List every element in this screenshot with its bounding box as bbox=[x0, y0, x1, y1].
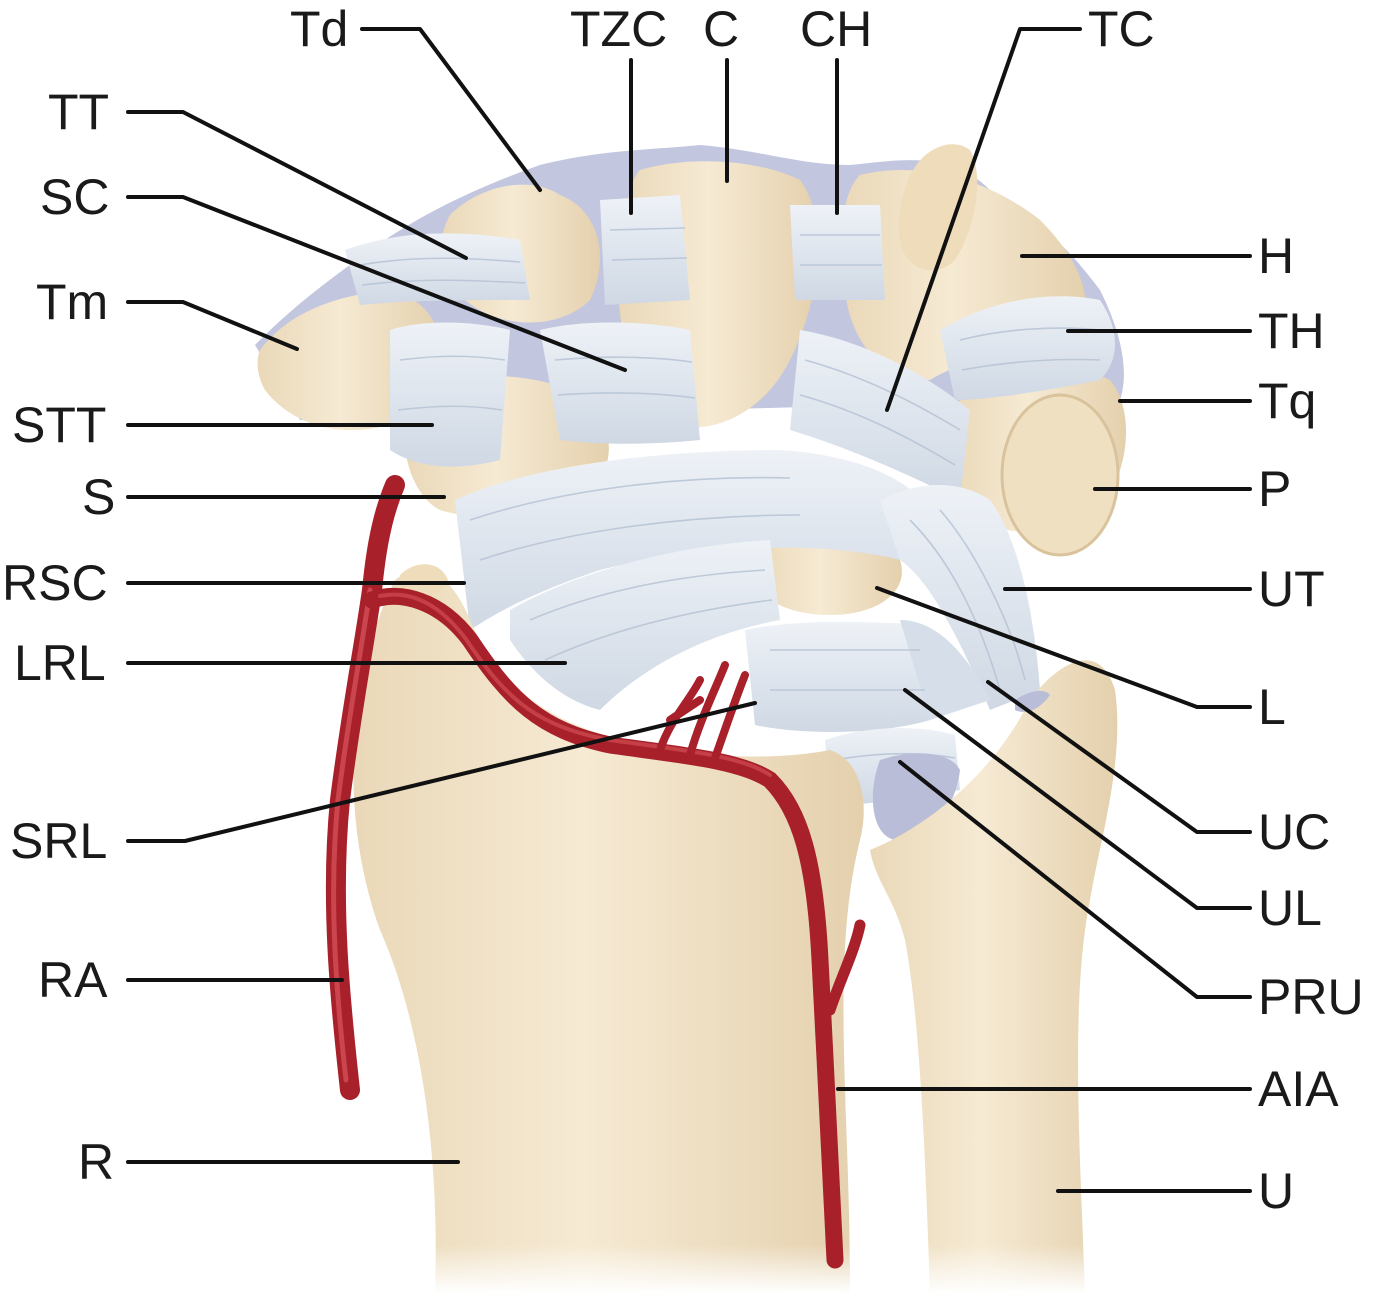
label-tm: Tm bbox=[36, 274, 108, 330]
leader-tt bbox=[126, 110, 468, 260]
leader-tm bbox=[126, 300, 299, 351]
leader-srl bbox=[126, 701, 757, 843]
label-ul: UL bbox=[1258, 880, 1322, 936]
bone-pisiform bbox=[1000, 393, 1120, 557]
label-l: L bbox=[1258, 679, 1286, 735]
leader-l bbox=[875, 586, 1252, 709]
ligament-tt bbox=[345, 233, 530, 305]
aia-branch bbox=[824, 919, 866, 1016]
label-s: S bbox=[82, 469, 115, 525]
leader-uc bbox=[986, 680, 1252, 834]
label-srl: SRL bbox=[10, 813, 107, 869]
label-r: R bbox=[78, 1134, 114, 1190]
label-pru: PRU bbox=[1258, 969, 1364, 1025]
label-th: TH bbox=[1258, 303, 1325, 359]
radial-artery-highlight bbox=[331, 587, 373, 1083]
label-h: H bbox=[1258, 228, 1294, 284]
label-tc: TC bbox=[1088, 1, 1155, 57]
ligament-srl bbox=[745, 621, 930, 732]
ligament-tc bbox=[790, 330, 970, 500]
label-lrl: LRL bbox=[14, 635, 106, 691]
ligament-tzc bbox=[600, 195, 690, 305]
palmar-branch-artery-highlight bbox=[378, 592, 772, 777]
leader-lines bbox=[126, 27, 1252, 1193]
bottom-fade bbox=[0, 1050, 1385, 1293]
leader-pru bbox=[898, 760, 1252, 999]
small-artery-branches bbox=[656, 661, 749, 762]
ligament-th bbox=[940, 296, 1115, 400]
bone-hamate-hook bbox=[898, 144, 978, 271]
leader-tc bbox=[885, 27, 1082, 412]
label-tzc: TZC bbox=[570, 1, 667, 57]
leader-ul bbox=[903, 688, 1252, 910]
ligament-stt bbox=[390, 322, 510, 467]
label-rsc: RSC bbox=[2, 555, 108, 611]
label-ra: RA bbox=[38, 952, 108, 1008]
label-aia: AIA bbox=[1258, 1061, 1339, 1117]
ligament-fibers bbox=[359, 227, 1101, 761]
arteries bbox=[325, 475, 866, 1269]
leader-td bbox=[360, 27, 542, 192]
label-c: C bbox=[703, 1, 739, 57]
ligament-sc bbox=[540, 322, 700, 444]
palmar-branch-artery bbox=[363, 587, 844, 1269]
label-td: Td bbox=[290, 1, 348, 57]
label-ch: CH bbox=[800, 1, 872, 57]
leader-sc bbox=[126, 195, 627, 372]
label-stt: STT bbox=[12, 397, 106, 453]
bone-lunate bbox=[753, 533, 902, 615]
label-uc: UC bbox=[1258, 804, 1330, 860]
label-u: U bbox=[1258, 1163, 1294, 1219]
label-tq: Tq bbox=[1258, 373, 1316, 429]
ligaments bbox=[345, 195, 1115, 840]
ligament-rsc bbox=[455, 450, 930, 630]
labels: Td TZC C CH TC TT SC Tm STT S RSC LRL SR… bbox=[2, 1, 1364, 1219]
forearm-bones bbox=[0, 564, 1385, 1293]
label-tt: TT bbox=[48, 84, 109, 140]
ligament-ul bbox=[900, 620, 990, 720]
ligament-ch bbox=[790, 205, 885, 300]
ligament-ut bbox=[880, 485, 1040, 710]
label-p: P bbox=[1258, 461, 1291, 517]
label-ut: UT bbox=[1258, 561, 1325, 617]
label-sc: SC bbox=[40, 169, 109, 225]
